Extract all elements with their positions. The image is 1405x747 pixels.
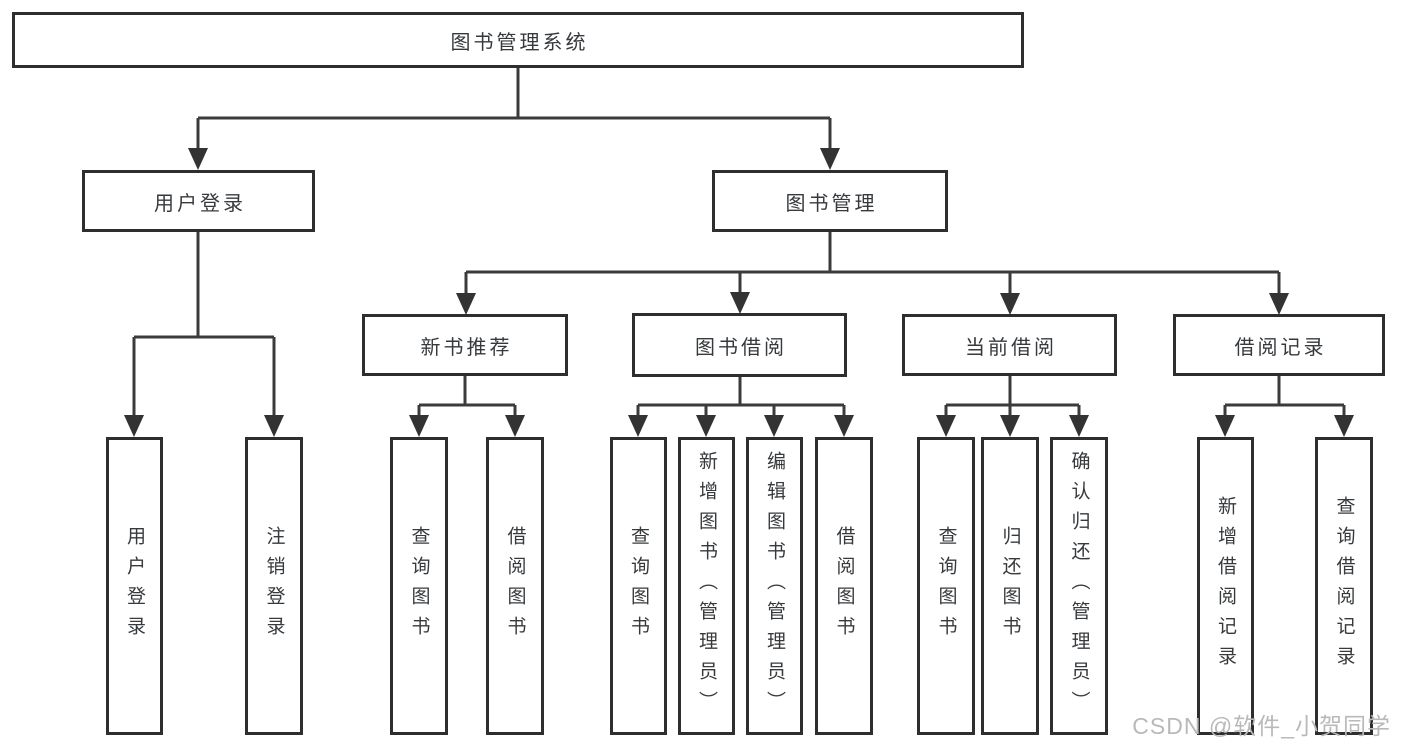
edge-book-management-children <box>464 232 1281 311</box>
leaf-edit-books-admin: 编辑图书（管理员） <box>746 437 803 735</box>
node-label: 新增借阅记录 <box>1215 496 1236 676</box>
leaf-return-books: 归还图书 <box>981 437 1039 735</box>
node-label: 借阅图书 <box>833 526 855 646</box>
edge-book-borrowing-children <box>636 377 846 433</box>
node-current-borrowing: 当前借阅 <box>902 314 1117 376</box>
node-label: 图书管理 <box>785 192 878 215</box>
leaf-query-books-recommend: 查询图书 <box>390 437 448 735</box>
node-label: 图书借阅 <box>695 336 787 359</box>
node-book-borrowing: 图书借阅 <box>632 313 847 377</box>
edge-borrowing-records-children <box>1223 376 1346 433</box>
node-label: 归还图书 <box>999 526 1021 646</box>
node-label: 借阅记录 <box>1234 336 1327 359</box>
leaf-logout: 注销登录 <box>245 437 303 735</box>
node-borrowing-records: 借阅记录 <box>1173 314 1385 376</box>
leaf-query-borrow-record: 查询借阅记录 <box>1315 437 1373 735</box>
leaf-borrow-books-borrowing: 借阅图书 <box>815 437 873 735</box>
node-label: 用户登录 <box>124 526 145 646</box>
leaf-query-books-current: 查询图书 <box>917 437 975 735</box>
leaf-confirm-return-admin: 确认归还（管理员） <box>1050 437 1108 735</box>
node-label: 查询图书 <box>935 526 957 646</box>
node-label: 注销登录 <box>263 526 285 646</box>
node-new-book-recommend: 新书推荐 <box>362 314 568 376</box>
node-label: 编辑图书（管理员） <box>764 451 785 721</box>
node-label: 确认归还（管理员） <box>1068 451 1090 721</box>
node-label: 查询借阅记录 <box>1333 496 1355 676</box>
watermark: CSDN @软件_小贺同学 <box>1132 713 1391 739</box>
leaf-add-books-admin: 新增图书（管理员） <box>678 437 735 735</box>
node-user-login: 用户登录 <box>82 170 315 232</box>
leaf-query-books-borrowing: 查询图书 <box>610 437 667 735</box>
node-library-management-system: 图书管理系统 <box>12 12 1024 68</box>
node-label: 图书管理系统 <box>450 31 589 54</box>
node-label: 借阅图书 <box>504 526 526 646</box>
node-label: 新增图书（管理员） <box>696 451 717 721</box>
leaf-user-login: 用户登录 <box>106 437 163 735</box>
node-label: 查询图书 <box>408 526 430 646</box>
node-book-management: 图书管理 <box>712 170 948 232</box>
node-label: 用户登录 <box>154 192 246 215</box>
node-label: 新书推荐 <box>420 336 513 359</box>
leaf-borrow-books-recommend: 借阅图书 <box>486 437 544 735</box>
node-label: 当前借阅 <box>965 336 1057 359</box>
edge-user-login-children <box>132 232 276 433</box>
node-label: 查询图书 <box>628 526 649 646</box>
leaf-add-borrow-record: 新增借阅记录 <box>1197 437 1254 735</box>
edge-new-book-recommend-children <box>417 376 517 433</box>
arrowheads <box>124 148 1354 437</box>
edge-root-to-level2 <box>196 68 832 166</box>
